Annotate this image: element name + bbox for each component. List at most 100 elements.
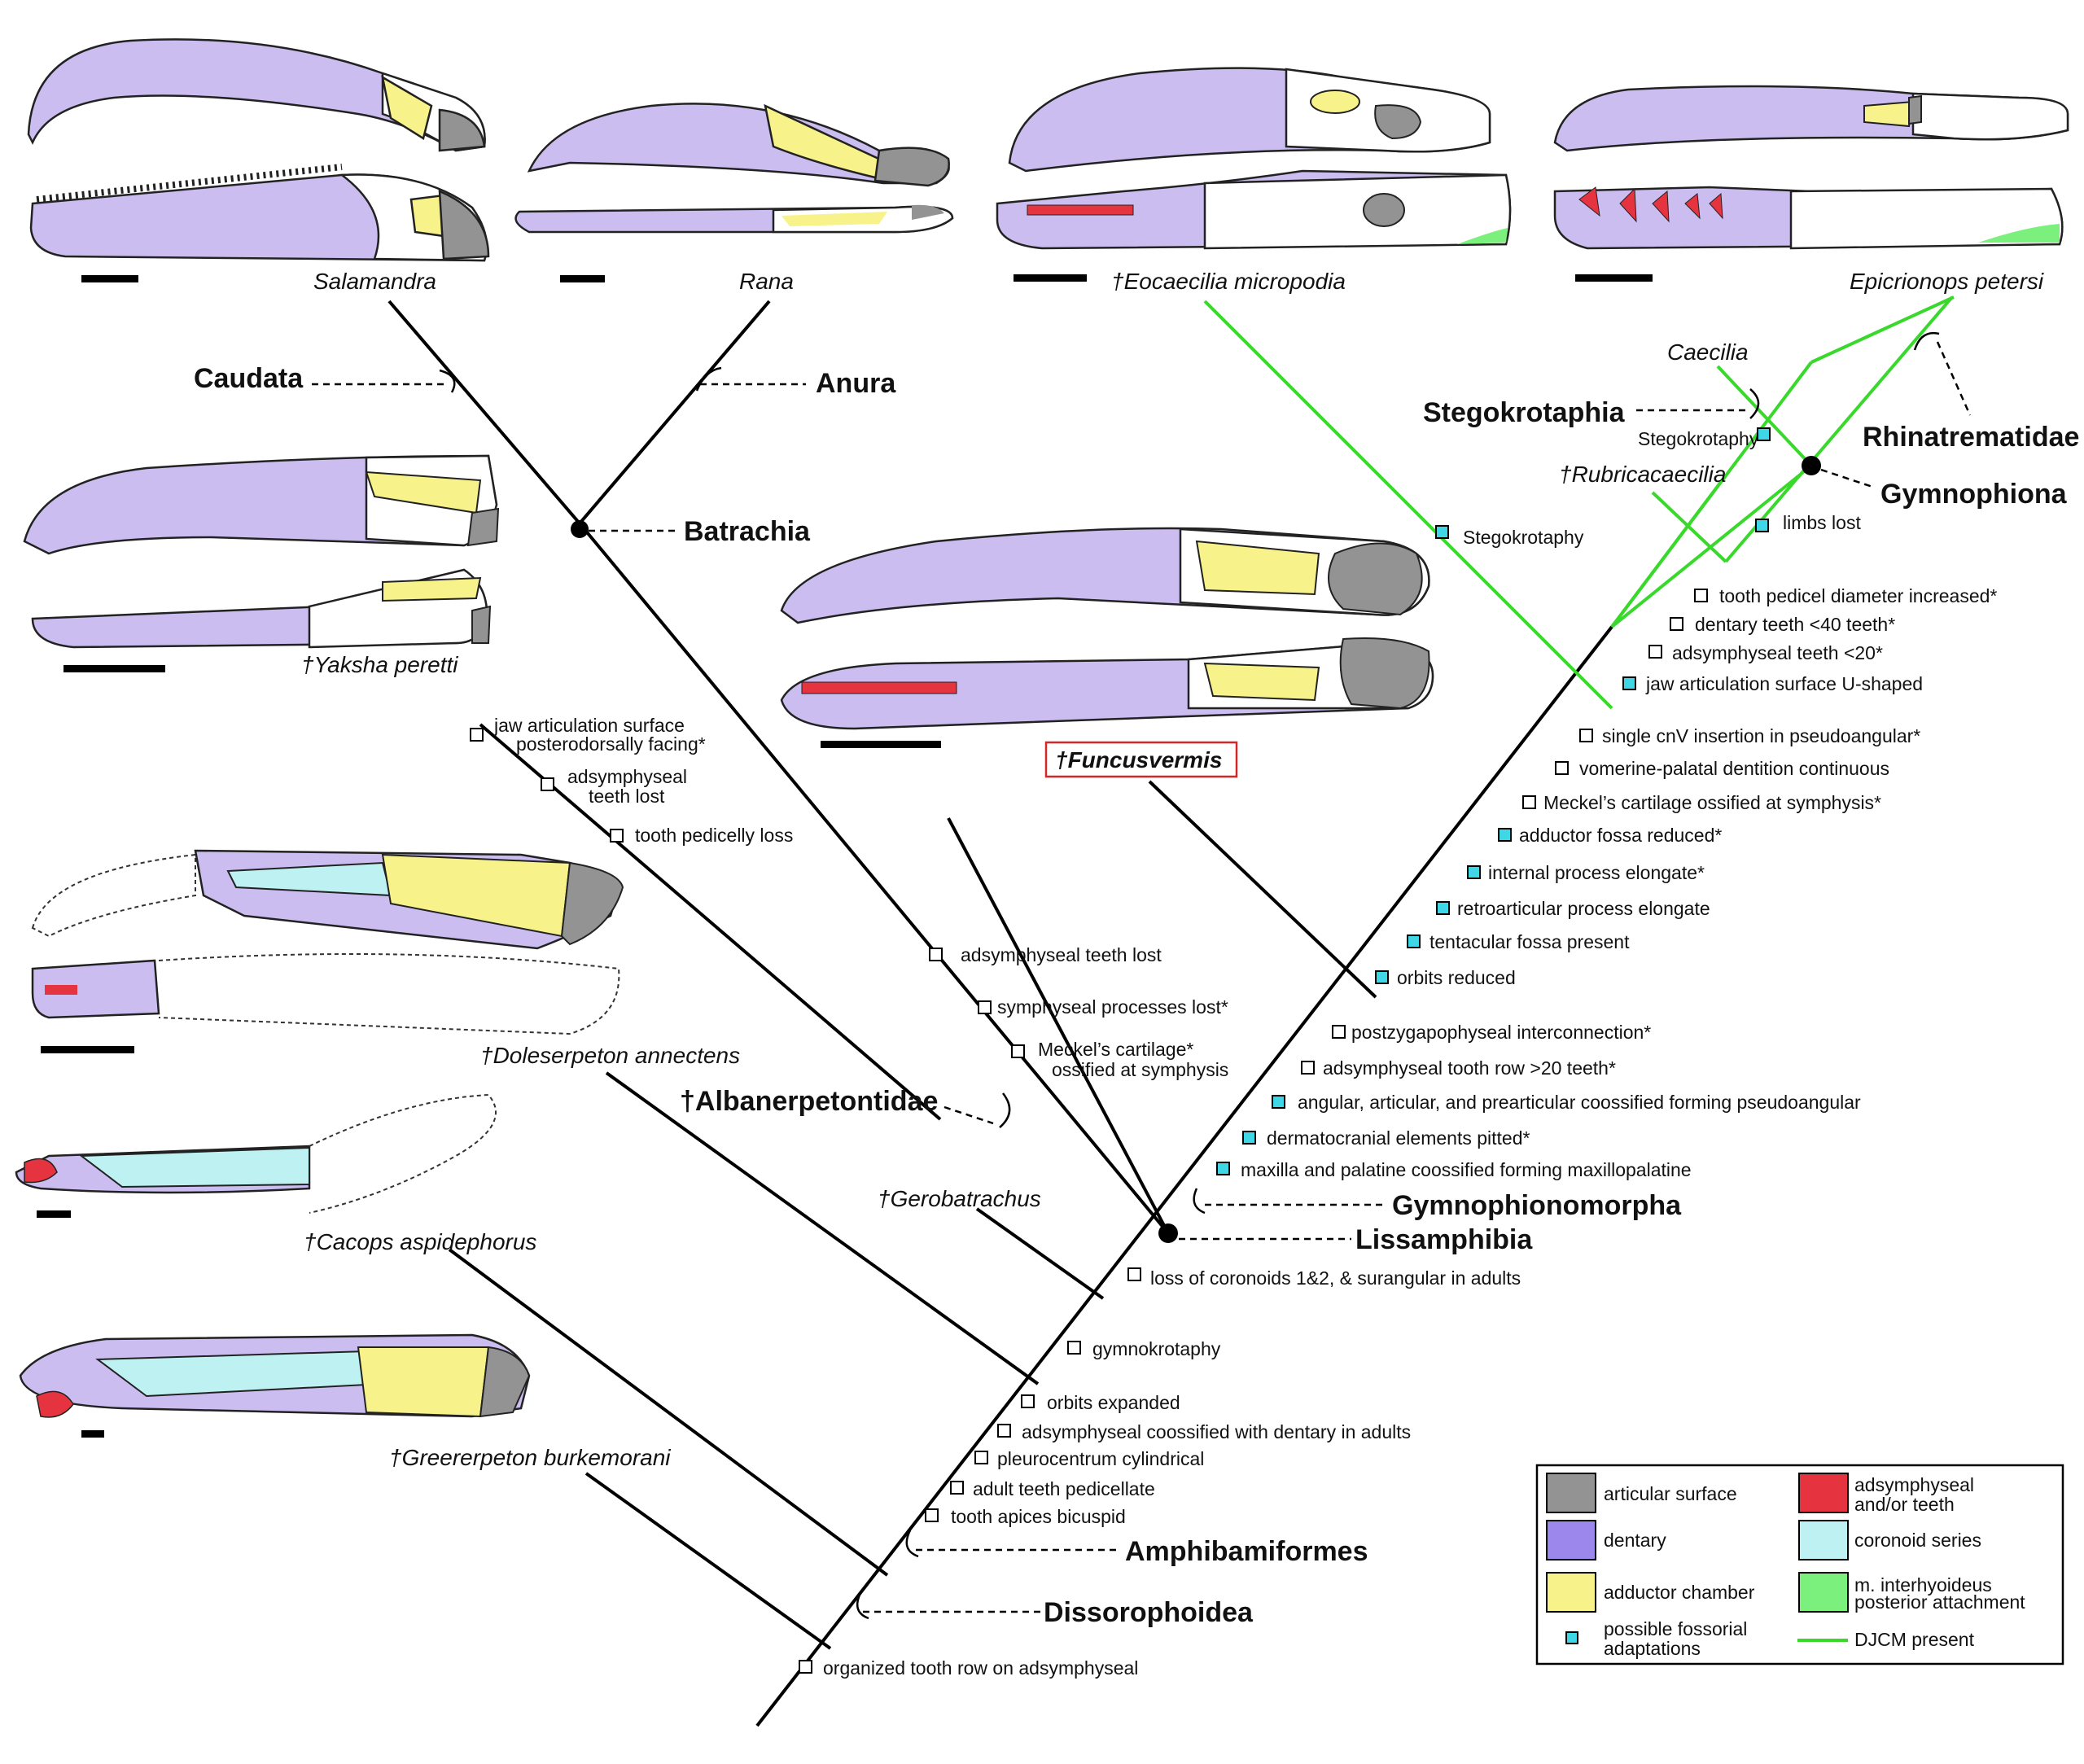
char-adsym-20: adsymphyseal teeth <20* xyxy=(1672,642,1883,663)
fossorial-box xyxy=(1436,901,1450,915)
character-box xyxy=(1067,1341,1081,1355)
clade-lissamphibia: Lissamphibia xyxy=(1355,1224,1533,1255)
caudata-bracket xyxy=(439,369,456,393)
taxon-cacops: †Cacops aspidephorus xyxy=(304,1229,536,1254)
legend-adsym-a: adsymphyseal xyxy=(1854,1474,1974,1495)
doleserpeton-branch xyxy=(605,1071,1040,1385)
char-bat-3a: Meckel’s cartilage* xyxy=(1038,1039,1193,1060)
fossorial-box xyxy=(1757,427,1771,441)
char-postzyg: postzygapophyseal interconnection* xyxy=(1351,1022,1651,1043)
char-maxilla: maxilla and palatine coossified forming … xyxy=(1241,1159,1692,1180)
char-orbits-reduced: orbits reduced xyxy=(1397,967,1516,988)
taxon-rubricacaecilia: †Rubricacaecilia xyxy=(1559,462,1726,487)
funcusvermis-highlight-box xyxy=(1044,741,1238,778)
clade-labels: Caudata Anura Batrachia Stegokrotaphia R… xyxy=(194,363,2079,1628)
char-bat-1: adsymphyseal teeth lost xyxy=(961,944,1162,965)
char-internal-process: internal process elongate* xyxy=(1488,862,1705,883)
char-pedicel: tooth pedicel diameter increased* xyxy=(1719,585,1997,606)
fossorial-box xyxy=(1498,828,1512,842)
rhinatrematidae-leader xyxy=(1936,341,1972,416)
character-box xyxy=(1127,1267,1141,1281)
jaw-funcusvermis xyxy=(780,527,1434,748)
legend-swatch-dentary xyxy=(1546,1520,1596,1560)
jaw-rana xyxy=(514,103,954,282)
char-pleurocentrum: pleurocentrum cylindrical xyxy=(997,1448,1204,1469)
character-box xyxy=(1021,1394,1035,1408)
legend-dentary: dentary xyxy=(1604,1530,1666,1551)
character-box xyxy=(925,1508,939,1522)
legend-fossorial-b: adaptations xyxy=(1604,1638,1701,1659)
rhinatrematidae-line xyxy=(1724,295,1954,563)
legend-swatch-fossorial xyxy=(1565,1631,1578,1644)
char-stegokrotaphy-top: Stegokrotaphy xyxy=(1638,428,1759,449)
salamandra-branch xyxy=(387,300,581,525)
clade-caudata: Caudata xyxy=(194,363,304,394)
legend-djcm: DJCM present xyxy=(1854,1629,1975,1650)
clade-rhinatrematidae: Rhinatrematidae xyxy=(1863,422,2079,453)
char-stegokrotaphy-eo: Stegokrotaphy xyxy=(1463,527,1584,548)
rana-branch xyxy=(578,300,771,525)
char-angular: angular, articular, and prearticular coo… xyxy=(1298,1092,1861,1113)
taxon-rana: Rana xyxy=(739,269,794,294)
greererpeton-branch xyxy=(584,1472,832,1650)
fossorial-box xyxy=(1467,865,1481,879)
yaksha-branch xyxy=(479,723,942,1121)
legend-fossorial-a: possible fossorial xyxy=(1604,1618,1747,1639)
char-yaksha-1b: posterodorsally facing* xyxy=(516,733,706,755)
jaw-doleserpeton xyxy=(31,849,624,1053)
batrachia-stem xyxy=(578,522,1170,1235)
taxon-eocaecilia: †Eocaecilia micropodia xyxy=(1111,269,1346,294)
char-tentacular: tentacular fossa present xyxy=(1429,931,1630,952)
char-yaksha-2b: teeth lost xyxy=(589,786,665,807)
char-adsym-row: adsymphyseal tooth row >20 teeth* xyxy=(1323,1057,1616,1079)
clade-batrachia: Batrachia xyxy=(684,516,811,547)
char-adductor-reduced: adductor fossa reduced* xyxy=(1519,825,1722,846)
fossorial-box xyxy=(1435,525,1449,539)
character-box xyxy=(1694,589,1708,602)
albanerpetontidae-branch xyxy=(947,817,1170,1234)
char-retroarticular: retroarticular process elongate xyxy=(1457,898,1710,919)
char-meckel-sym: Meckel’s cartilage ossified at symphysis… xyxy=(1543,792,1881,813)
rhinatrematidae-bracket xyxy=(1913,331,1940,351)
taxon-doleserpeton: †Doleserpeton annectens xyxy=(480,1043,740,1068)
character-box xyxy=(1579,729,1593,742)
char-vomerine: vomerine-palatal dentition continuous xyxy=(1579,758,1889,779)
char-jaw-u: jaw articulation surface U-shaped xyxy=(1645,673,1923,694)
character-box xyxy=(974,1451,988,1464)
funcusvermis-branch xyxy=(1148,780,1377,999)
stegokrotaphia-bracket xyxy=(1749,388,1760,419)
char-yaksha-2a: adsymphyseal xyxy=(567,766,687,787)
character-box xyxy=(470,728,484,742)
clade-amphibamiformes: Amphibamiformes xyxy=(1125,1536,1368,1567)
clade-leaders xyxy=(312,331,1972,1620)
djcm-branches-visible xyxy=(1203,295,1954,710)
char-adsym-coossified: adsymphyseal coossified with dentary in … xyxy=(1022,1421,1411,1442)
legend-swatch-articular xyxy=(1546,1473,1596,1513)
rubricacaecilia-branch xyxy=(1651,491,1727,563)
legend-interhyoideus-a: m. interhyoideus xyxy=(1854,1574,1992,1595)
gerobatrachus-branch xyxy=(975,1207,1105,1300)
gymnophiona-leader xyxy=(1820,468,1873,488)
lissamphibia-node xyxy=(1158,1223,1178,1243)
legend-adductor: adductor chamber xyxy=(1604,1582,1755,1603)
char-yaksha-1a: jaw articulation surface xyxy=(493,715,685,736)
legend-coronoid: coronoid series xyxy=(1854,1530,1981,1551)
fossorial-box xyxy=(1375,970,1389,984)
clade-dissorophoidea: Dissorophoidea xyxy=(1044,1597,1254,1628)
taxon-epicrionops: Epicrionops petersi xyxy=(1850,269,2044,294)
char-orbits-expanded: orbits expanded xyxy=(1047,1392,1180,1413)
taxon-labels: Salamandra Rana †Eocaecilia micropodia E… xyxy=(301,269,2044,1470)
amphibamiformes-bracket xyxy=(905,1530,919,1558)
fossorial-box xyxy=(1755,519,1769,532)
fossorial-box xyxy=(1216,1162,1230,1175)
character-box xyxy=(1555,761,1569,775)
batrachia-node xyxy=(571,520,589,538)
rhinatrematidae-branch xyxy=(1810,295,1955,364)
char-bat-3b: ossified at symphysis xyxy=(1052,1059,1228,1080)
taxon-caecilia: Caecilia xyxy=(1667,339,1749,365)
character-box xyxy=(1648,645,1662,659)
gymnophiona-node xyxy=(1802,456,1821,475)
main-stem xyxy=(755,625,1613,1727)
